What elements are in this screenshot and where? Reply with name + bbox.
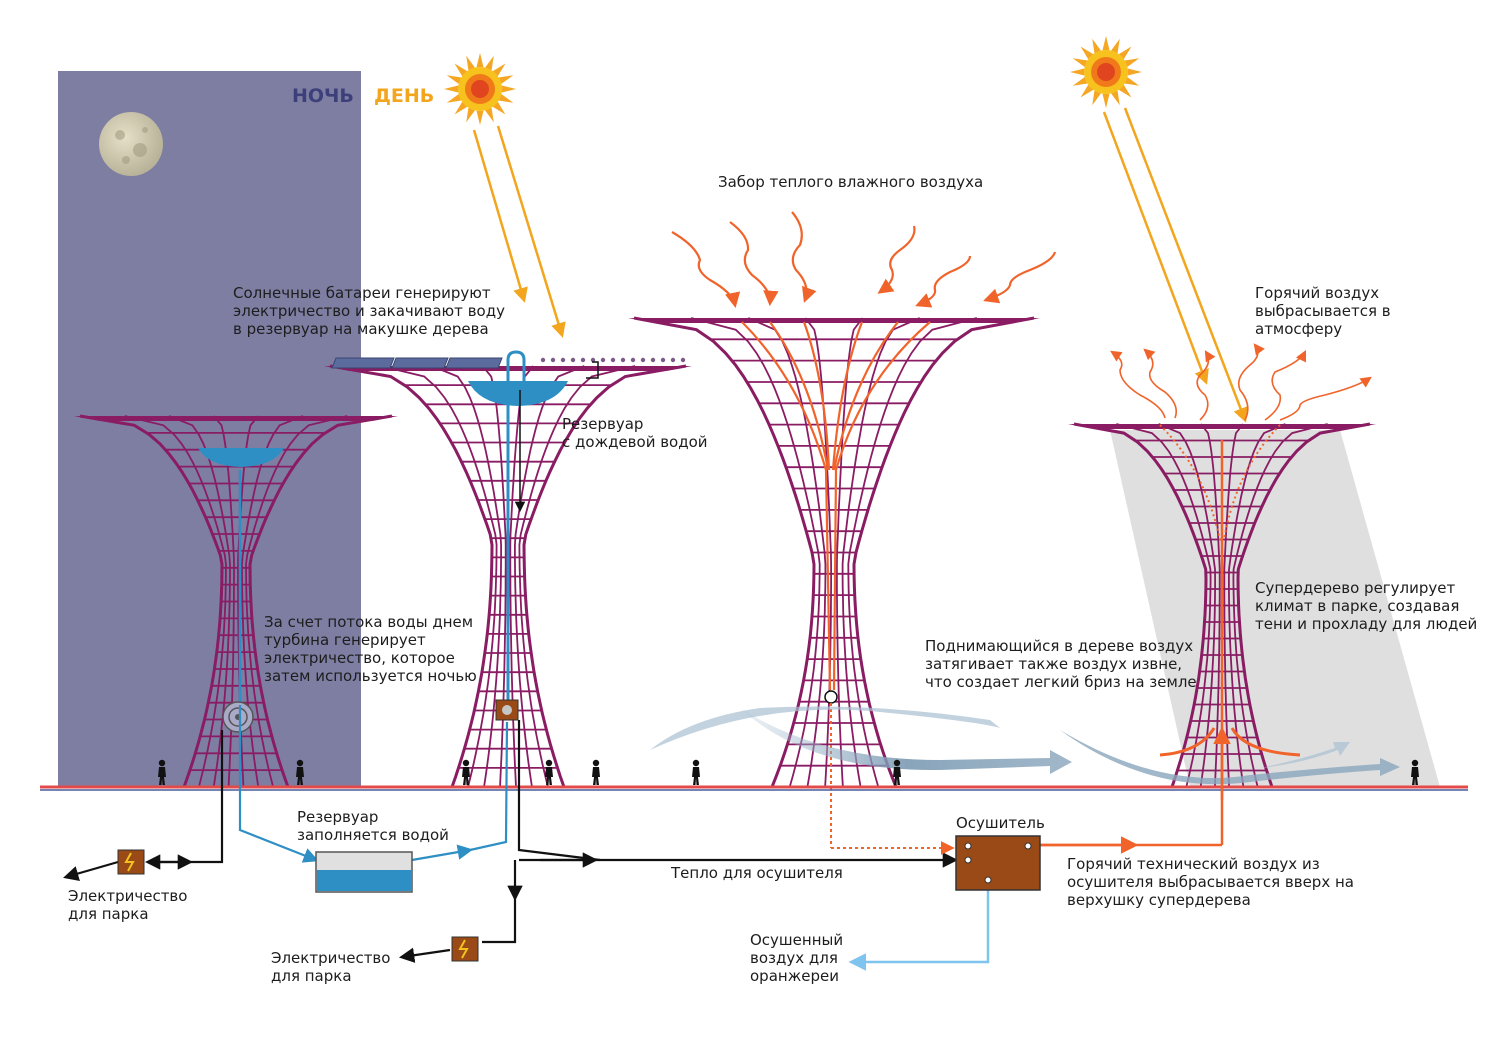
dehumidifier-label: Осушитель <box>956 814 1045 832</box>
reservoir-fill-label: Резервуар заполняется водой <box>297 808 449 844</box>
solar-panels-label: Солнечные батареи генерируют электричест… <box>233 284 510 338</box>
moon-craters <box>115 127 148 164</box>
arrow-ticks <box>160 852 599 870</box>
rising-air-label: Поднимающийся в дереве воздух затягивает… <box>925 637 1198 691</box>
rain-reservoir-label: Резервуар с дождевой водой <box>562 415 708 451</box>
supertree-climate-label: Супердерево регулирует климат в парке, с… <box>1255 579 1477 633</box>
breeze-arrow <box>740 708 1072 774</box>
panel-bracket <box>586 361 599 379</box>
turbine-label: За счет потока воды днем турбина генерир… <box>264 613 478 685</box>
water-pipe <box>506 350 526 700</box>
breeze-arrow <box>1060 730 1400 785</box>
turbine-icon <box>222 701 254 733</box>
turbine-box-icon <box>495 699 519 721</box>
supertree <box>628 316 1040 788</box>
panel-dots <box>540 357 686 363</box>
breeze-arrow <box>650 706 1000 750</box>
hot-tech-air-label: Горячий технический воздух из осушителя … <box>1067 855 1359 909</box>
base-hot-air <box>1159 727 1301 757</box>
day-label: ДЕНЬ <box>374 85 434 107</box>
night-label: НОЧЬ <box>292 85 354 107</box>
electricity-park-label-1: Электричество для парка <box>68 887 192 923</box>
electricity-box-icon <box>117 849 145 875</box>
dried-air-line <box>848 880 990 971</box>
electricity-box-icon <box>451 936 479 962</box>
tree-shade <box>1110 430 1440 787</box>
canopy-reservoir <box>468 381 568 406</box>
sun-rays <box>472 107 1248 423</box>
dehumidifier-ports <box>964 842 1032 884</box>
solar-panels <box>331 357 503 369</box>
sun-icon <box>444 53 516 125</box>
water-underground <box>238 705 509 863</box>
heat-for-dehumidifier-label: Тепло для осушителя <box>670 864 843 882</box>
breeze-arrow <box>1260 742 1350 768</box>
hot-air-out-label: Горячий воздух выбрасывается в атмосферу <box>1255 284 1395 338</box>
sun-center <box>1097 63 1115 81</box>
sun-icon <box>1070 36 1142 108</box>
sun-rays-icon <box>1070 36 1142 108</box>
sun-rays-icon <box>444 53 516 125</box>
dried-air-label: Осушенный воздух для оранжереи <box>750 931 848 985</box>
moon-icon <box>99 112 163 176</box>
hot-air-lines-tree3 <box>741 321 931 691</box>
night-panel <box>58 71 361 787</box>
ground-reservoir-water <box>317 870 411 891</box>
canopy-reservoir <box>198 448 284 467</box>
hot-air-dots-tree4 <box>1159 424 1281 541</box>
warm-air-intake-label: Забор теплого влажного воздуха <box>718 173 983 191</box>
warm-air-arrows <box>671 211 1057 309</box>
sun-center <box>471 80 489 98</box>
electricity-park-label-2: Электричество для парка <box>271 949 395 985</box>
air-sensor-icon <box>824 690 838 704</box>
hot-air-out-arrows <box>1110 343 1372 421</box>
